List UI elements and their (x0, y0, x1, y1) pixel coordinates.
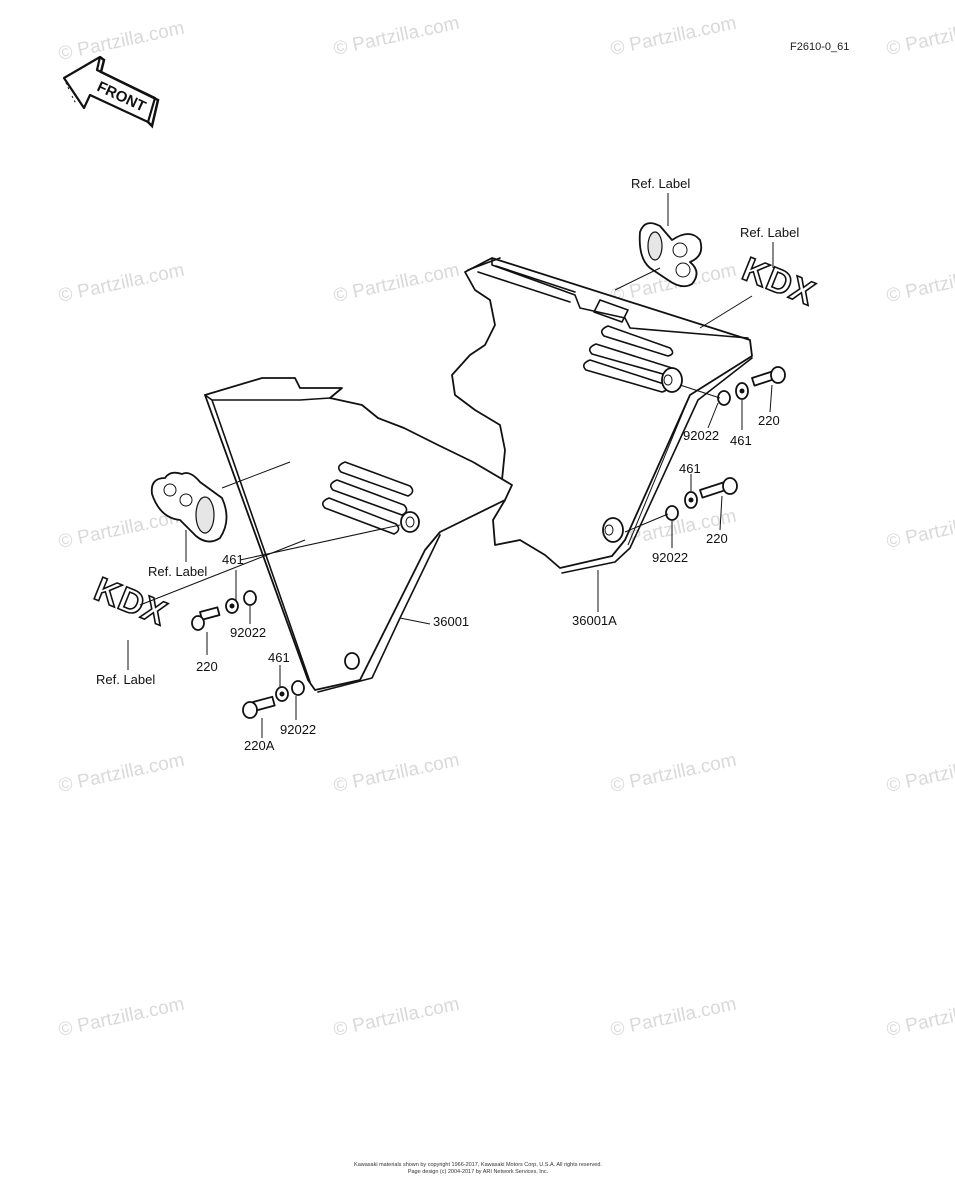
footer-page-design: Page design (c) 2004-2017 by ARI Network… (408, 1169, 549, 1175)
kdx-decal-left: KDX (88, 569, 173, 634)
kdx-decal-right-text: KDX (737, 250, 821, 313)
emblem-decal-left (150, 471, 228, 543)
watermark: © Partzilla.com (57, 260, 187, 307)
watermark: © Partzilla.com (885, 994, 955, 1041)
hardware-left-upper (191, 570, 257, 655)
callout-92022-right-lower: 92022 (652, 550, 688, 565)
callout-ref-label-left-kdx: Ref. Label (96, 672, 155, 687)
watermark: © Partzilla.com (609, 994, 739, 1041)
callout-92022-left-upper: 92022 (230, 625, 266, 640)
footer-copyright: Kawasaki materials shown by copyright 19… (354, 1162, 602, 1168)
diagram-id: F2610-0_61 (790, 41, 849, 53)
watermark: © Partzilla.com (332, 994, 462, 1041)
callout-ref-label-top: Ref. Label (631, 176, 690, 191)
callout-92022-left-lower: 92022 (280, 722, 316, 737)
callout-220-left-upper: 220 (196, 659, 218, 674)
callout-220-right-upper: 220 (758, 413, 780, 428)
callout-220A-left-lower: 220A (244, 738, 275, 753)
callout-ref-label-right: Ref. Label (740, 225, 799, 240)
watermark: © Partzilla.com (885, 260, 955, 307)
watermark: © Partzilla.com (885, 13, 955, 60)
watermark: © Partzilla.com (332, 750, 462, 797)
watermark: © Partzilla.com (332, 13, 462, 60)
side-cover-36001 (204, 377, 513, 693)
hardware-right-lower (624, 474, 738, 548)
callout-36001: 36001 (433, 614, 469, 629)
callout-220-right-lower: 220 (706, 531, 728, 546)
watermark: © Partzilla.com (885, 506, 955, 553)
callout-ref-label-left-emblem: Ref. Label (148, 564, 207, 579)
callout-461-right-lower: 461 (679, 461, 701, 476)
front-arrow-icon: FRONT (62, 55, 160, 129)
watermark: © Partzilla.com (609, 13, 739, 60)
callout-461-left-lower: 461 (268, 650, 290, 665)
hardware-right-upper (679, 366, 786, 430)
callout-461-right-upper: 461 (730, 433, 752, 448)
kdx-decal-right: KDX (736, 249, 821, 314)
watermark: © Partzilla.com (885, 750, 955, 797)
watermark: © Partzilla.com (57, 994, 187, 1041)
watermark: © Partzilla.com (332, 260, 462, 307)
kdx-decal-left-text: KDX (89, 570, 173, 633)
watermark: © Partzilla.com (57, 750, 187, 797)
callout-36001A: 36001A (572, 613, 617, 628)
callout-461-left-upper: 461 (222, 552, 244, 567)
callout-92022-right-upper: 92022 (683, 428, 719, 443)
watermark: © Partzilla.com (57, 18, 187, 65)
watermark: © Partzilla.com (609, 750, 739, 797)
emblem-decal-right (638, 222, 703, 288)
hardware-left-lower (242, 665, 305, 738)
